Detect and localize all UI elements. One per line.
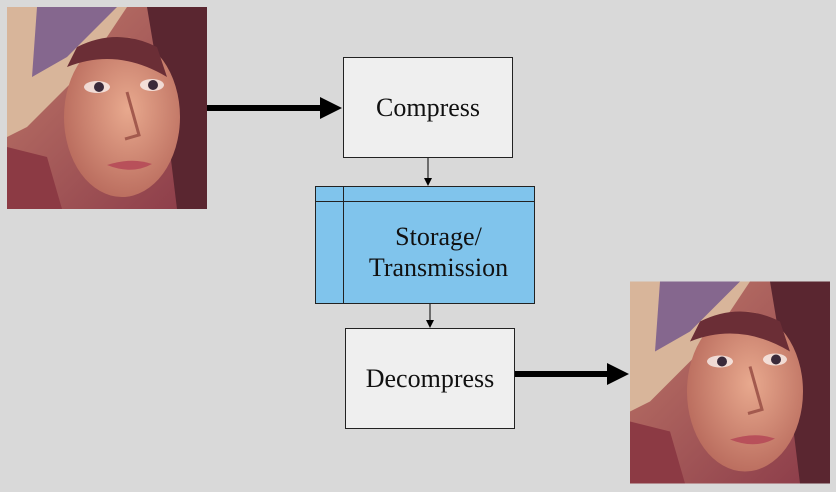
decompress-label: Decompress [365, 363, 495, 393]
arrow-input-to-compress [207, 97, 342, 119]
storage-label-line2: Transmission [368, 253, 509, 282]
portrait-photo-icon [7, 7, 207, 209]
compress-box: Compress [343, 57, 513, 158]
arrow-decompress-to-output [515, 363, 629, 385]
storage-label-line1: Storage/ [395, 222, 482, 251]
portrait-photo-icon [630, 281, 830, 484]
storage-side-line [343, 187, 344, 303]
decompress-box: Decompress [345, 328, 515, 429]
storage-header-line [316, 201, 534, 202]
compress-label: Compress [376, 92, 480, 122]
storage-label: Storage/ Transmission [343, 221, 534, 283]
input-image [7, 7, 207, 209]
output-image [630, 281, 830, 484]
storage-transmission-box: Storage/ Transmission [315, 186, 535, 304]
